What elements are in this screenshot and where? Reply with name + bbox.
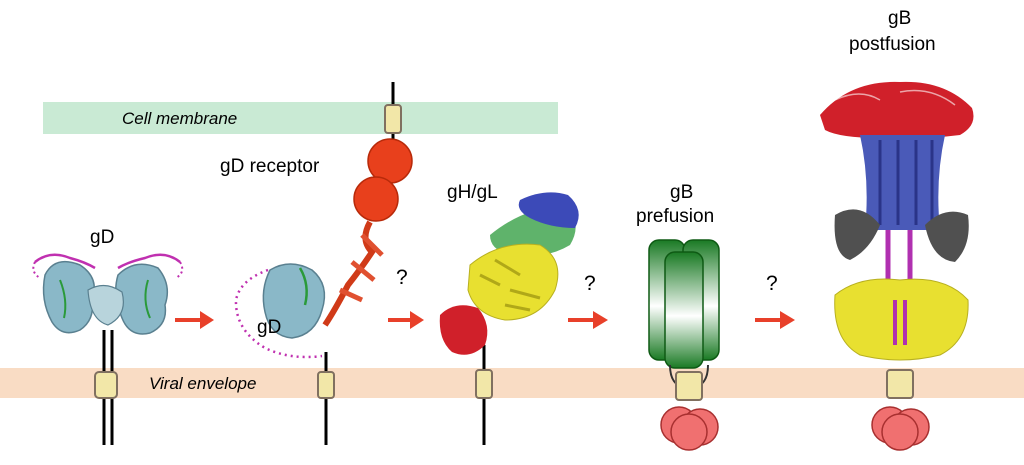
gd-receptor-complex <box>234 82 413 445</box>
cell-membrane-label: Cell membrane <box>122 109 237 128</box>
question-mark-3: ? <box>766 272 778 295</box>
right-arrow-icon <box>755 311 795 329</box>
receptor-domain-2 <box>353 176 399 222</box>
right-arrow-icon <box>175 311 214 329</box>
cell-membrane <box>43 102 558 134</box>
gb-prefusion-label-1: gB <box>670 182 693 203</box>
gb-prefusion-label-2: prefusion <box>636 206 714 227</box>
gd-dimer <box>32 253 184 445</box>
gb-prefusion <box>648 239 720 451</box>
gb-postfusion <box>820 81 974 451</box>
gh-gl-label: gH/gL <box>447 182 498 203</box>
gd-tm-anchor <box>94 371 118 399</box>
viral-envelope-label: Viral envelope <box>149 374 256 393</box>
right-arrow-icon <box>568 311 608 329</box>
receptor-tm-anchor <box>384 104 402 134</box>
gb-pre-tm-anchor <box>675 371 703 401</box>
gb-postfusion-label-1: gB <box>888 8 911 29</box>
gb-postfusion-label-2: postfusion <box>849 34 936 55</box>
viral-envelope <box>0 368 1024 398</box>
gd-bound-label: gD <box>257 317 281 338</box>
gd-label: gD <box>90 227 114 248</box>
gb-post-tm-anchor <box>886 369 914 399</box>
question-mark-1: ? <box>396 266 408 289</box>
gh-gl-structure <box>439 192 579 445</box>
gd-bound-tm-anchor <box>317 371 335 399</box>
right-arrow-icon <box>388 311 424 329</box>
gd-receptor-label: gD receptor <box>220 156 320 177</box>
gh-tm-anchor <box>475 369 493 399</box>
question-mark-2: ? <box>584 272 596 295</box>
